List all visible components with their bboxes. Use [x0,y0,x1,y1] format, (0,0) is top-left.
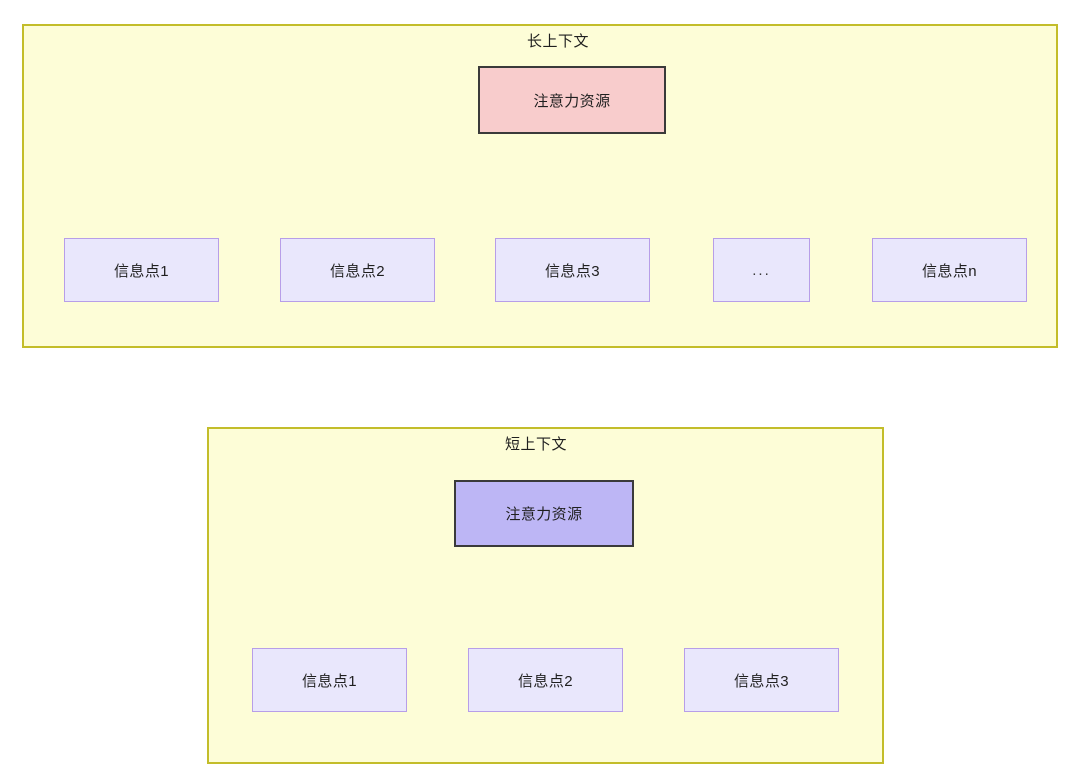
info-node-long-context-2[interactable]: 信息点2 [280,238,435,302]
info-node-short-context-2[interactable]: 信息点2 [468,648,623,712]
info-node-short-context-1[interactable]: 信息点1 [252,648,407,712]
info-node-long-context-1[interactable]: 信息点1 [64,238,219,302]
info-node-ellipsis-long-context[interactable]: ... [713,238,810,302]
context-container-short-context [207,427,884,764]
info-node-long-context-5[interactable]: 信息点n [872,238,1027,302]
attention-resource-node-long-context[interactable]: 注意力资源 [478,66,666,134]
info-node-short-context-3[interactable]: 信息点3 [684,648,839,712]
group-title-long-context: 长上下文 [527,33,590,50]
group-title-short-context: 短上下文 [505,436,568,453]
attention-resource-node-short-context[interactable]: 注意力资源 [454,480,634,547]
info-node-long-context-3[interactable]: 信息点3 [495,238,650,302]
